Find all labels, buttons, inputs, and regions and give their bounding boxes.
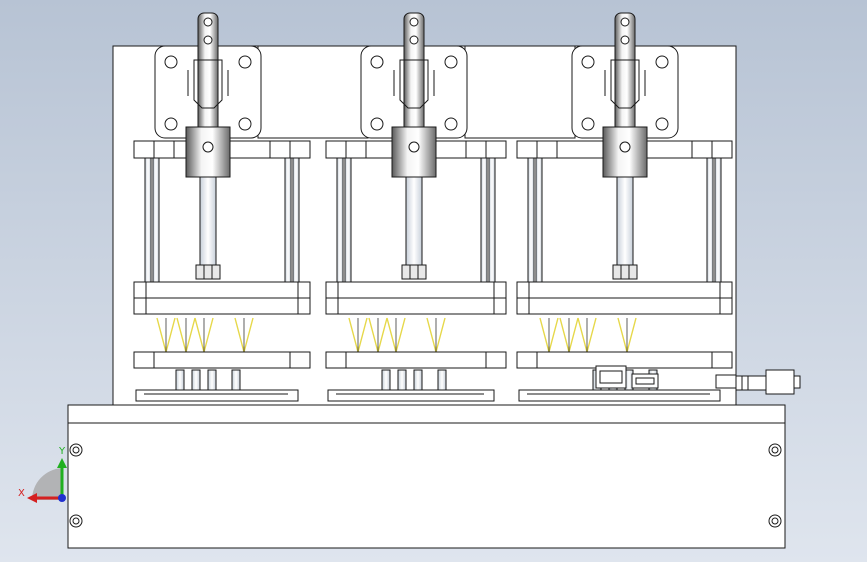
mount-hole [164, 55, 178, 69]
mount-hole [370, 55, 384, 69]
fixture-post [437, 369, 447, 391]
mount-hole [238, 55, 252, 69]
mount-hole [164, 117, 178, 131]
mount-hole [444, 117, 458, 131]
hex-nut [612, 264, 638, 280]
guide-rod [480, 157, 488, 283]
guide-rod [292, 157, 300, 283]
y-axis-label: Y [58, 446, 66, 457]
clamp-linkage [399, 59, 429, 109]
mount-hole [238, 117, 252, 131]
clamp-linkage [610, 59, 640, 109]
guide-rod [284, 157, 292, 283]
guide-rod [706, 157, 714, 283]
lower-guide-plate [325, 351, 507, 369]
clamp-body-pin [619, 141, 631, 153]
guide-rod [144, 157, 152, 283]
guide-rod [488, 157, 496, 283]
plunger-spindle [405, 176, 423, 266]
clamp-station-1 [133, 12, 311, 402]
lower-guide-plate [133, 351, 311, 369]
base-box [67, 404, 786, 549]
clamp-body-pin [202, 141, 214, 153]
handle-pivot [620, 17, 630, 27]
guide-rod [527, 157, 535, 283]
clamp-station-3 [516, 12, 733, 402]
fixture-post [175, 369, 185, 391]
mount-hole [581, 55, 595, 69]
hex-nut [195, 264, 221, 280]
mount-hole [655, 55, 669, 69]
z-axis-dot [58, 494, 66, 502]
mount-hole [655, 117, 669, 131]
mount-hole [444, 55, 458, 69]
base-screw-tr [768, 443, 782, 457]
fixture-base-plate [135, 389, 299, 402]
fixture-post [397, 369, 407, 391]
base-screw-br [768, 514, 782, 528]
toggle-clamp-handle [197, 12, 219, 144]
x-axis-label: X [18, 488, 25, 499]
handle-pivot [620, 35, 630, 45]
fixture-base-plate [518, 389, 721, 402]
fixture-base-plate [327, 389, 495, 402]
mount-hole [581, 117, 595, 131]
clamp-body-pin [408, 141, 420, 153]
fixture-post [231, 369, 241, 391]
plunger-spindle [199, 176, 217, 266]
hex-nut [401, 264, 427, 280]
guide-rod [344, 157, 352, 283]
fixture-post [413, 369, 423, 391]
fixture-post [381, 369, 391, 391]
fixture-post [191, 369, 201, 391]
guide-rod [336, 157, 344, 283]
handle-pivot [409, 35, 419, 45]
toggle-clamp-handle [614, 12, 636, 144]
side-cylinder [735, 369, 801, 395]
fixture-post [207, 369, 217, 391]
handle-pivot [203, 17, 213, 27]
handle-pivot [409, 17, 419, 27]
guide-rod [714, 157, 722, 283]
mount-hole [370, 117, 384, 131]
toggle-clamp-handle [403, 12, 425, 144]
guide-rod [535, 157, 543, 283]
base-screw-bl [69, 514, 83, 528]
sensor-block [595, 365, 737, 389]
clamp-station-2 [325, 12, 507, 402]
clamp-linkage [193, 59, 223, 109]
base-screw-tl [69, 443, 83, 457]
guide-rod [152, 157, 160, 283]
plunger-spindle [616, 176, 634, 266]
axis-triad: X Y [18, 446, 67, 503]
handle-pivot [203, 35, 213, 45]
